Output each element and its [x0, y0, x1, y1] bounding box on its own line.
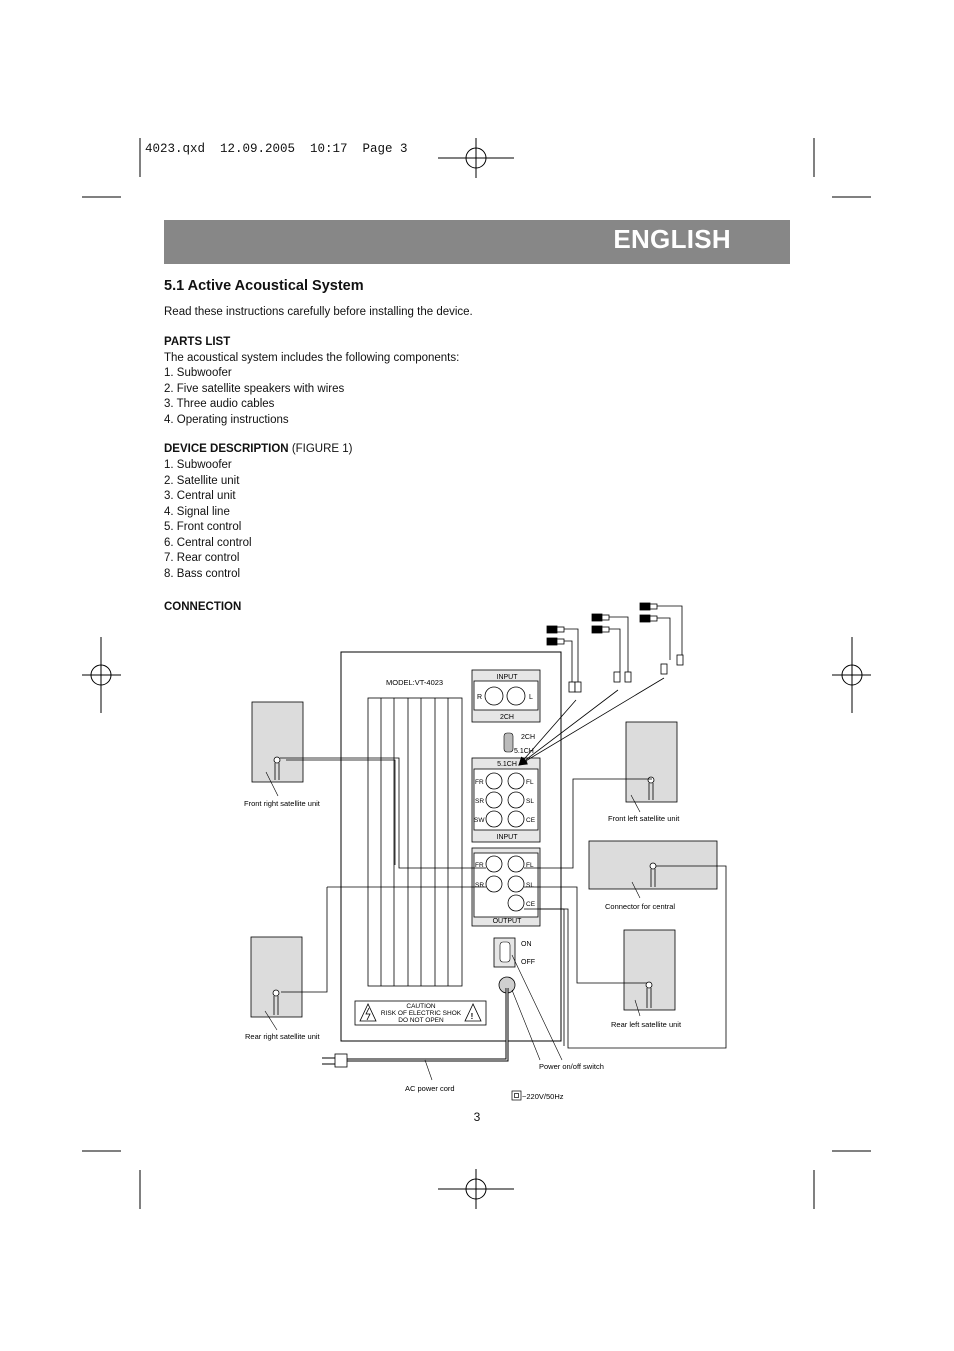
svg-text:!: ! [471, 1012, 474, 1021]
parts-list-lead: The acoustical system includes the follo… [164, 352, 460, 364]
svg-text:SL: SL [526, 882, 534, 889]
list-item: 7. Rear control [164, 552, 240, 564]
registration-mark-bottom [438, 1169, 514, 1209]
list-item: 1. Subwoofer [164, 367, 232, 379]
central-satellite [588, 840, 718, 890]
svg-text:CE: CE [526, 901, 536, 908]
label-rear-left: Rear left satellite unit [611, 1020, 682, 1029]
svg-text:5.1CH: 5.1CH [514, 748, 534, 755]
list-item: 2. Satellite unit [164, 474, 240, 487]
list-item: 4. Signal line [164, 505, 230, 518]
svg-text:CE: CE [526, 817, 536, 824]
mode-switch [503, 732, 514, 753]
leader-lines [264, 771, 641, 1081]
svg-text:2CH: 2CH [521, 734, 535, 741]
label-central: Connector for central [605, 902, 675, 911]
svg-text:SR: SR [475, 798, 484, 805]
section-title: 5.1 Active Acoustical System [164, 278, 364, 294]
jack-r [484, 686, 504, 706]
device-description-heading-row: DEVICE DESCRIPTION (FIGURE 1) [164, 442, 353, 458]
label-rear-right: Rear right satellite unit [245, 1032, 321, 1041]
list-item: 3. Three audio cables [164, 398, 275, 410]
rear-right-satellite [250, 936, 303, 1018]
rca-cables [546, 602, 684, 693]
label-ac-cord: AC power cord [405, 1084, 455, 1093]
connection-heading: CONNECTION [164, 601, 242, 613]
label-front-right: Front right satellite unit [244, 799, 321, 808]
svg-text:R: R [477, 694, 482, 701]
list-item: 6. Central control [164, 536, 252, 549]
speaker-wires [280, 757, 727, 1049]
caution-label [354, 1000, 487, 1026]
svg-text:ON: ON [521, 941, 532, 948]
language-banner: ENGLISH [164, 220, 790, 264]
svg-text:FR: FR [475, 862, 484, 869]
label-power-switch: Power on/off switch [539, 1062, 604, 1071]
svg-text:OFF: OFF [521, 959, 535, 966]
svg-text:INPUT: INPUT [497, 674, 519, 681]
heatsink-fins [367, 697, 463, 987]
svg-text:FL: FL [526, 779, 534, 786]
svg-text:L: L [529, 694, 533, 701]
ac-power-cord [322, 988, 509, 1068]
intro-text: Read these instructions carefully before… [164, 306, 473, 318]
list-item: 3. Central unit [164, 490, 236, 502]
front-left-satellite [625, 721, 678, 803]
svg-text:2CH: 2CH [500, 714, 514, 721]
list-item: 2. Five satellite speakers with wires [164, 382, 345, 395]
svg-text:SR: SR [475, 882, 484, 889]
list-item: 8. Bass control [164, 567, 241, 580]
input-51ch-block [471, 757, 541, 843]
parts-list-heading: PARTS LIST [164, 336, 231, 348]
svg-text:SW: SW [474, 817, 485, 824]
svg-text:FR: FR [475, 779, 484, 786]
signal-arrows [518, 677, 665, 766]
registration-mark-top [438, 138, 514, 178]
jack-l [506, 686, 526, 706]
svg-text:OUTPUT: OUTPUT [493, 918, 523, 925]
page-number: 3 [473, 1110, 481, 1124]
figure-reference: (FIGURE 1) [291, 443, 353, 455]
front-right-satellite [251, 701, 304, 783]
registration-mark-right [832, 637, 871, 713]
svg-text:5.1CH: 5.1CH [497, 761, 517, 768]
banner-title: ENGLISH [613, 224, 731, 254]
svg-text:SL: SL [526, 798, 534, 805]
device-description-list: 1. Subwoofer 2. Satellite unit 3. Centra… [164, 458, 252, 582]
list-item: 5. Front control [164, 521, 242, 533]
label-voltage: ~220V/50Hz [522, 1092, 564, 1101]
subwoofer-panel [340, 651, 562, 1042]
label-front-left: Front left satellite unit [608, 814, 680, 823]
parts-list: 1. Subwoofer 2. Five satellite speakers … [164, 366, 344, 428]
device-description-heading: DEVICE DESCRIPTION [164, 443, 289, 455]
registration-mark-left [82, 637, 121, 713]
list-item: 1. Subwoofer [164, 459, 232, 471]
list-item: 4. Operating instructions [164, 413, 289, 426]
svg-text:CAUTION: CAUTION [406, 1003, 436, 1010]
input-2ch-block [471, 669, 541, 723]
svg-text:FL: FL [526, 862, 534, 869]
rear-left-satellite [623, 929, 676, 1011]
double-insulation-icon [511, 1090, 522, 1101]
svg-text:DO NOT OPEN: DO NOT OPEN [398, 1017, 444, 1024]
svg-text:RISK OF ELECTRIC SHOK: RISK OF ELECTRIC SHOK [381, 1010, 462, 1017]
file-slug: 4023.qxd 12.09.2005 10:17 Page 3 [145, 142, 408, 156]
svg-text:INPUT: INPUT [497, 834, 519, 841]
model-label: MODEL:VT-4023 [386, 678, 443, 687]
